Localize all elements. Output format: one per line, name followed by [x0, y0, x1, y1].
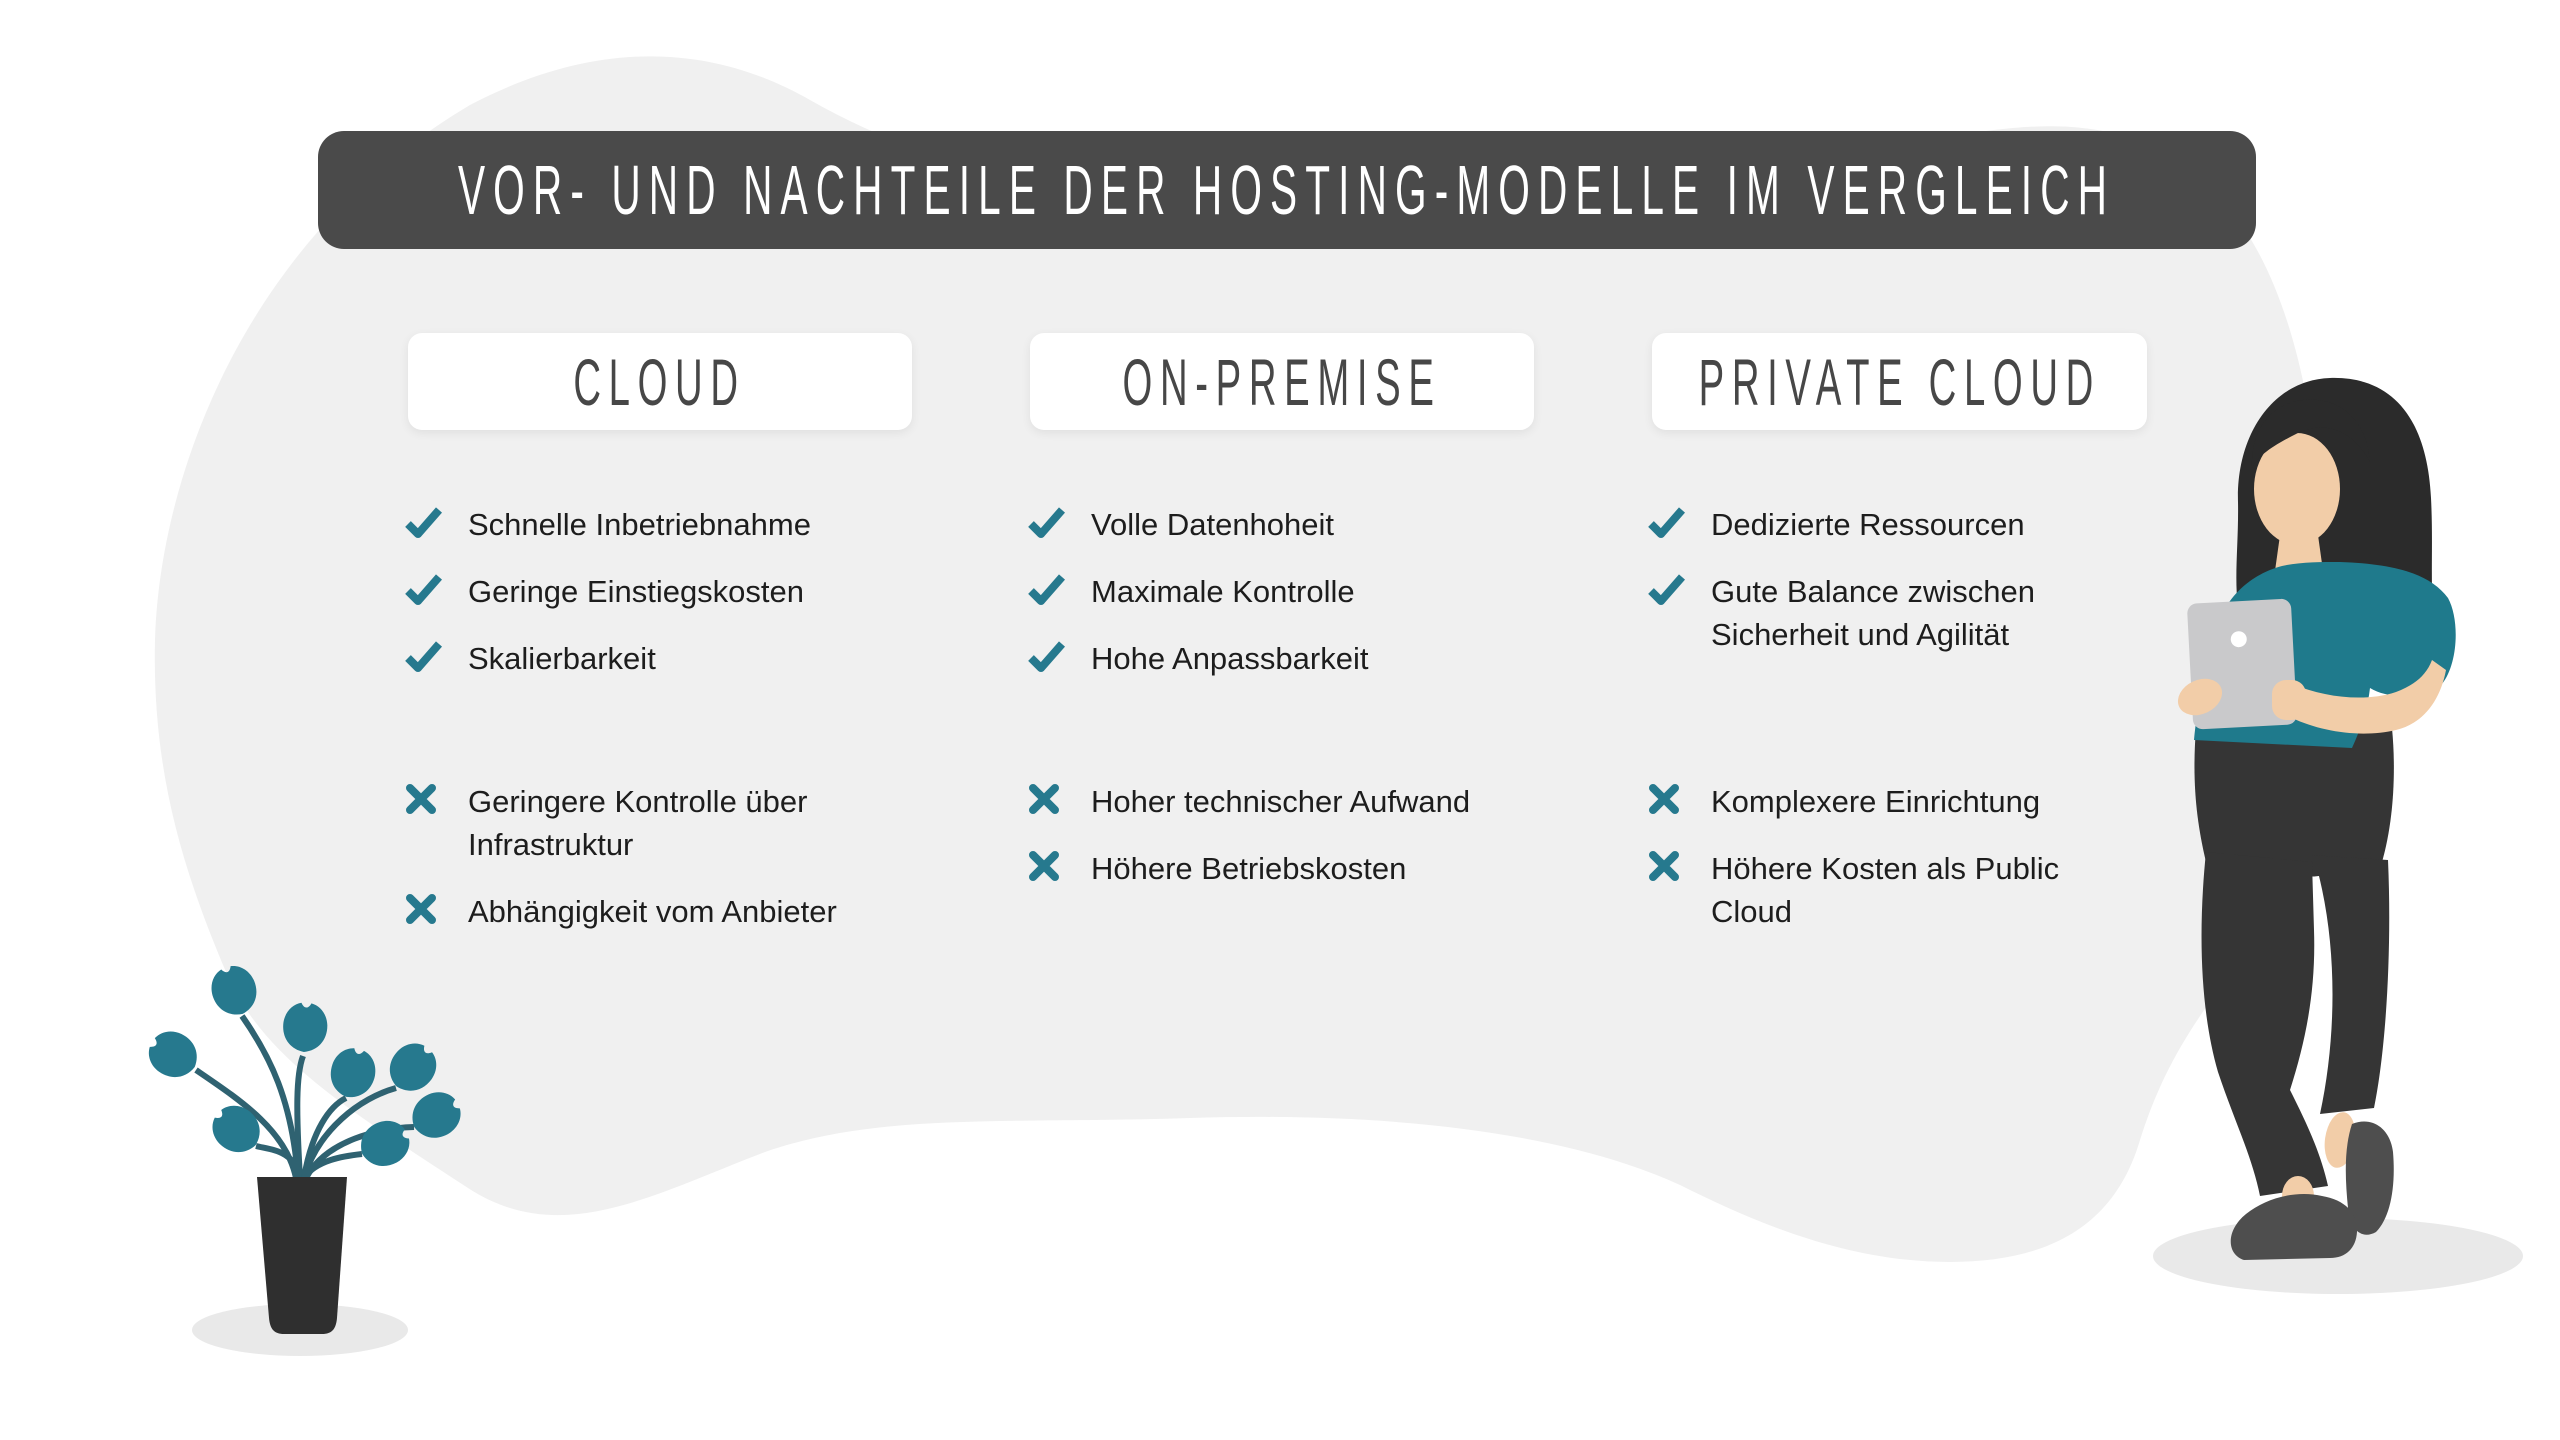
column-header-label: ON-PREMISE — [1122, 344, 1442, 419]
pro-item-text: Dedizierte Ressourcen — [1711, 507, 2025, 542]
page-title: VOR- UND NACHTEILE DER HOSTING-MODELLE I… — [458, 151, 2116, 229]
x-icon — [1648, 850, 1685, 887]
pro-item: Geringe Einstiegskosten — [405, 570, 920, 613]
woman-back-shoe — [2345, 1121, 2394, 1235]
column-header-label: PRIVATE CLOUD — [1698, 344, 2101, 419]
x-icon — [405, 783, 442, 820]
pro-item: Hohe Anpassbarkeit — [1028, 637, 1573, 680]
con-item: Höhere Kosten als Public Cloud — [1648, 847, 2128, 933]
tablet-camera-dot — [2230, 631, 2247, 648]
con-item-text: Komplexere Einrichtung — [1711, 784, 2041, 819]
potted-plant-illustration — [141, 960, 468, 1356]
con-item-text: Hoher technischer Aufwand — [1091, 784, 1471, 819]
con-item-text: Höhere Kosten als Public Cloud — [1711, 851, 2060, 929]
cloud-pros-list: Schnelle Inbetriebnahme Geringe Einstieg… — [405, 503, 920, 680]
woman-with-tablet-illustration — [2153, 377, 2523, 1294]
pro-item-text: Schnelle Inbetriebnahme — [468, 507, 811, 542]
x-icon — [1028, 850, 1065, 887]
column-header-on-premise: ON-PREMISE — [1030, 333, 1534, 430]
pro-item: Volle Datenhoheit — [1028, 503, 1573, 546]
woman-pants — [2194, 728, 2394, 1196]
check-icon — [405, 640, 442, 677]
con-item-text: Abhängigkeit vom Anbieter — [468, 894, 837, 929]
con-item: Komplexere Einrichtung — [1648, 780, 2128, 823]
check-icon — [1648, 506, 1685, 543]
pro-item-text: Geringe Einstiegskosten — [468, 574, 805, 609]
con-item-text: Höhere Betriebskosten — [1091, 851, 1407, 886]
on-premise-cons-list: Hoher technischer Aufwand Höhere Betrieb… — [1028, 780, 1573, 890]
column-header-label: CLOUD — [573, 344, 747, 419]
con-item: Höhere Betriebskosten — [1028, 847, 1573, 890]
plant-pot — [257, 1177, 347, 1334]
cloud-cons-list: Geringere Kontrolle über Infrastruktur A… — [405, 780, 920, 933]
x-icon — [405, 893, 442, 930]
con-item-text: Geringere Kontrolle über Infrastruktur — [468, 784, 808, 862]
check-icon — [1648, 573, 1685, 610]
con-item: Hoher technischer Aufwand — [1028, 780, 1573, 823]
pro-item-text: Volle Datenhoheit — [1091, 507, 1335, 542]
woman-face — [2254, 433, 2340, 545]
check-icon — [1028, 506, 1065, 543]
column-header-private-cloud: PRIVATE CLOUD — [1652, 333, 2147, 430]
pro-item: Maximale Kontrolle — [1028, 570, 1573, 613]
con-item: Abhängigkeit vom Anbieter — [405, 890, 920, 933]
check-icon — [405, 573, 442, 610]
woman-hair-fringe — [2251, 399, 2370, 468]
x-icon — [1648, 783, 1685, 820]
check-icon — [1028, 573, 1065, 610]
private-cloud-pros-list: Dedizierte Ressourcen Gute Balance zwisc… — [1648, 503, 2128, 656]
pro-item: Skalierbarkeit — [405, 637, 920, 680]
woman-right-arm — [2292, 660, 2446, 734]
pro-item: Gute Balance zwischen Sicherheit und Agi… — [1648, 570, 2128, 656]
pro-item: Schnelle Inbetriebnahme — [405, 503, 920, 546]
private-cloud-cons-list: Komplexere Einrichtung Höhere Kosten als… — [1648, 780, 2128, 933]
pro-item-text: Maximale Kontrolle — [1091, 574, 1355, 609]
woman-left-hand — [2177, 678, 2223, 716]
pro-item: Dedizierte Ressourcen — [1648, 503, 2128, 546]
pro-item-text: Skalierbarkeit — [468, 641, 656, 676]
con-item: Geringere Kontrolle über Infrastruktur — [405, 780, 920, 866]
pro-item-text: Gute Balance zwischen Sicherheit und Agi… — [1711, 574, 2035, 652]
pro-item-text: Hohe Anpassbarkeit — [1091, 641, 1369, 676]
check-icon — [405, 506, 442, 543]
on-premise-pros-list: Volle Datenhoheit Maximale Kontrolle Hoh… — [1028, 503, 1573, 680]
title-bar: VOR- UND NACHTEILE DER HOSTING-MODELLE I… — [318, 131, 2256, 249]
x-icon — [1028, 783, 1065, 820]
check-icon — [1028, 640, 1065, 677]
column-header-cloud: CLOUD — [408, 333, 912, 430]
woman-front-shoe — [2230, 1194, 2358, 1260]
